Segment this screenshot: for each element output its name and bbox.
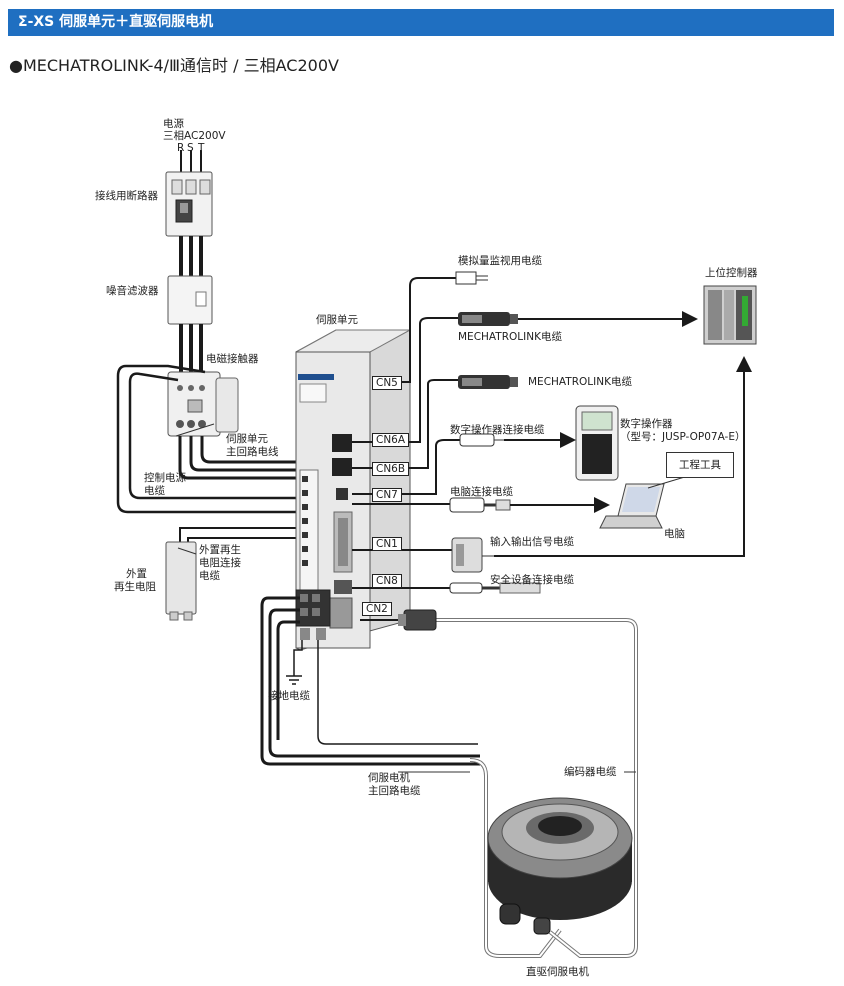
pc-cable-label: 电脑连接电缆 [450, 486, 513, 498]
circuit-breaker-icon [165, 171, 213, 237]
ground-cable-line [317, 640, 478, 745]
servo-main-circuit-cables [178, 436, 306, 480]
host-controller-icon [703, 285, 757, 345]
control-power-label-1: 控制电源 [144, 472, 186, 484]
cn5-cable [372, 277, 456, 383]
safety-connector-icon [449, 582, 541, 594]
port-cn6a: CN6A [372, 433, 410, 447]
ext-regen-cable-label-3: 电缆 [199, 570, 220, 582]
motor-main-cables [260, 596, 480, 766]
operator-connector-icon [459, 433, 504, 447]
breaker-label: 接线用断路器 [95, 190, 158, 202]
io-cable-label: 输入输出信号电缆 [490, 536, 574, 548]
motor-main-label-2: 主回路电缆 [368, 785, 421, 797]
ground-cable-label: 接地电缆 [268, 690, 310, 702]
analog-monitor-connector-icon [455, 271, 488, 285]
servo-unit-label: 伺服单元 [316, 314, 358, 326]
host-controller-label: 上位控制器 [705, 267, 758, 279]
encoder-connector-icon [398, 609, 437, 631]
digital-operator-icon [575, 405, 619, 481]
operator-label-1: 数字操作器 [620, 418, 673, 430]
phase-t-label: T [198, 142, 205, 154]
servo-unit-icon [295, 329, 411, 651]
safety-cable-label: 安全设备连接电缆 [490, 574, 574, 586]
motor-main-label-1: 伺服电机 [368, 772, 410, 784]
io-connector-icon [451, 537, 483, 573]
ext-regen-cable-label-1: 外置再生 [199, 544, 241, 556]
operator-cable-label: 数字操作器连接电缆 [450, 424, 545, 436]
mechatrolink-connector-2-icon [458, 375, 518, 389]
power-voltage-label: 三相AC200V [163, 130, 226, 142]
cn6b-cable [352, 379, 458, 469]
ext-regen-label-2: 再生电阻 [114, 581, 156, 593]
laptop-icon [599, 483, 665, 529]
engineering-tool-box: 工程工具 [666, 452, 734, 478]
power-label: 电源 [163, 118, 184, 130]
servo-main-label-2: 主回路电线 [226, 446, 279, 458]
operator-cable [352, 439, 460, 495]
dd-motor-label: 直驱伺服电机 [526, 966, 589, 978]
section-header: Σ-XS 伺服单元＋直驱伺服电机 [8, 9, 834, 36]
ext-regen-cable-label-2: 电阻连接 [199, 557, 241, 569]
ext-regen-cables [179, 527, 306, 544]
port-cn1: CN1 [372, 537, 402, 551]
ground-icon [286, 640, 303, 685]
port-cn2: CN2 [362, 602, 392, 616]
port-cn7: CN7 [372, 488, 402, 502]
pc-label: 电脑 [664, 528, 685, 540]
mechatrolink-connector-1-icon [458, 312, 518, 326]
phase-r-label: R [177, 142, 185, 154]
encoder-cable-label: 编码器电缆 [564, 766, 617, 778]
port-cn6b: CN6B [372, 462, 410, 476]
control-power-cables [116, 364, 306, 514]
cn6a-cable [352, 317, 458, 443]
noise-filter-icon [167, 275, 213, 325]
direct-drive-motor-icon [487, 797, 633, 935]
external-regen-resistor-icon [165, 541, 197, 621]
analog-monitor-label: 模拟量监视用电缆 [458, 255, 542, 267]
port-cn5: CN5 [372, 376, 402, 390]
noise-filter-label: 噪音滤波器 [106, 285, 159, 297]
mechatrolink-label-1: MECHATROLINK电缆 [458, 331, 562, 343]
magnetic-contactor-icon [167, 371, 239, 437]
control-power-label-2: 电缆 [144, 485, 165, 497]
diagram-subtitle: ●MECHATROLINK-4/Ⅲ通信时 / 三相AC200V [9, 56, 339, 75]
servo-main-label-1: 伺服单元 [226, 433, 268, 445]
mechatrolink-label-2: MECHATROLINK电缆 [528, 376, 632, 388]
operator-label-2: （型号：JUSP-OP07A-E） [620, 431, 746, 443]
to-host-arrow-2 [494, 356, 752, 557]
phase-s-label: S [187, 142, 194, 154]
port-cn8: CN8 [372, 574, 402, 588]
ext-regen-label-1: 外置 [126, 568, 147, 580]
contactor-label: 电磁接触器 [206, 353, 259, 365]
pc-connector-icon [449, 497, 511, 513]
